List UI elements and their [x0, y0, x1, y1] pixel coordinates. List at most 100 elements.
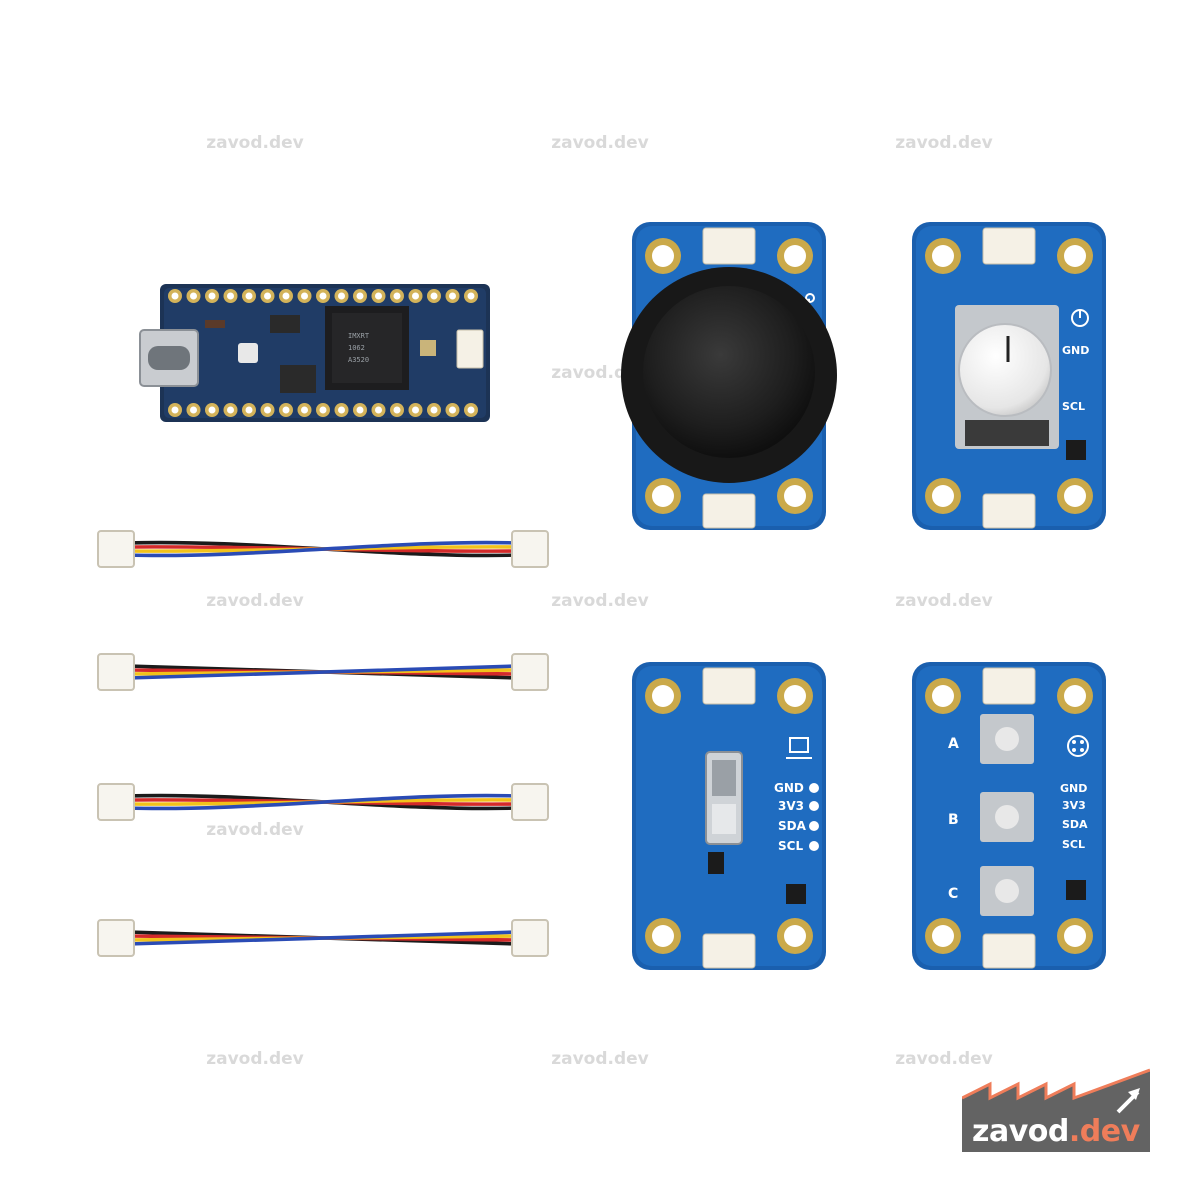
silk-scl: SCL [1062, 400, 1085, 413]
header-pin-hole [301, 292, 308, 300]
header-pin-hole [171, 292, 179, 300]
header-pin-hole [375, 406, 382, 414]
vibration-module: GND 3V3 SDA SCL [632, 662, 826, 970]
qwiic-cable [97, 919, 549, 957]
watermark: zavod.dev [551, 591, 649, 611]
header-pin-hole [356, 292, 364, 300]
qwiic-connector-top [982, 227, 1036, 265]
silk-gnd: GND [1060, 782, 1087, 795]
header-pin-hole [430, 292, 438, 300]
logo-text: zavod.dev [972, 1114, 1140, 1149]
header-pin-hole [264, 406, 271, 414]
qwiic-cable [97, 530, 549, 568]
cable-wire [127, 930, 519, 946]
silk-button-a: A [948, 736, 959, 752]
cable-connector-left [97, 653, 135, 691]
header-pin-hole [190, 292, 197, 300]
watermark: zavod.dev [551, 133, 649, 153]
silk-button-c: C [948, 886, 958, 902]
knob-icon [1071, 309, 1089, 327]
header-pin-hole [338, 406, 345, 414]
header-pin-hole [467, 406, 475, 414]
buttons-icon [1067, 735, 1089, 757]
joystick-module [621, 222, 837, 530]
logo-background [962, 1070, 1150, 1152]
header-pin-hole [449, 406, 456, 414]
header-pin-hole [227, 406, 234, 414]
header-pin-hole [430, 406, 438, 414]
silk-scl: SCL [778, 839, 803, 853]
silk-sda: SDA [1062, 818, 1088, 831]
silk-sda: SDA [778, 819, 807, 833]
logo-tld: .dev [1068, 1114, 1140, 1149]
cable-connector-left [97, 919, 135, 957]
cables [97, 530, 549, 957]
watermark: zavod.dev [551, 1049, 649, 1069]
silk-gnd: GND [1062, 344, 1089, 357]
qwiic-connector [456, 329, 484, 369]
header-pin-hole [356, 406, 364, 414]
qwiic-connector-bottom [982, 493, 1036, 529]
qwiic-connector-top [702, 227, 756, 265]
header-pin-hole [449, 292, 456, 300]
header-pin-hole [319, 292, 327, 300]
microcontroller-board: IMXRT 1062 A3520 [139, 284, 490, 422]
watermark: zavod.dev [206, 591, 304, 611]
watermark: zavod.dev [895, 591, 993, 611]
header-pin-hole [375, 292, 382, 300]
arrow-icon [1116, 1088, 1140, 1114]
silk-scl: SCL [1062, 838, 1085, 851]
silk-button-b: B [948, 812, 959, 828]
header-pin-hole [301, 406, 308, 414]
header-pin-hole [282, 406, 290, 414]
qwiic-cable [97, 653, 549, 691]
qwiic-connector-bottom [702, 493, 756, 529]
header-pins-top [168, 289, 478, 303]
qwiic-connector-top [702, 667, 756, 705]
cable-wire [127, 664, 519, 680]
watermark: zavod.dev [895, 1049, 993, 1069]
svg-text:IMXRT: IMXRT [348, 332, 370, 340]
rotary-knob [958, 323, 1052, 417]
header-pin-hole [245, 406, 253, 414]
header-pin-hole [319, 406, 327, 414]
header-pin-hole [208, 406, 216, 414]
buttons-module: GND 3V3 SDA SCL A B C [912, 662, 1106, 970]
header-pin-hole [393, 292, 401, 300]
cable-connector-right [511, 530, 549, 568]
header-pin-hole [245, 292, 253, 300]
svg-text:A3520: A3520 [348, 356, 369, 364]
watermark-layer: zavod.dev zavod.dev zavod.dev zavod.dev … [206, 133, 993, 1069]
header-pin-hole [338, 292, 345, 300]
reset-button [238, 343, 258, 363]
cable-connector-left [97, 530, 135, 568]
qwiic-cable [97, 783, 549, 821]
knob-module: GND SCL [912, 222, 1106, 530]
header-pin-hole [282, 292, 290, 300]
header-pin-hole [190, 406, 197, 414]
cable-connector-right [511, 783, 549, 821]
logo-roofline [962, 1068, 1150, 1101]
header-pins-bottom [168, 403, 478, 417]
cable-connector-right [511, 653, 549, 691]
cable-wire [127, 540, 519, 558]
qwiic-connector-bottom [702, 933, 756, 969]
cable-connector-right [511, 919, 549, 957]
silk-3v3: 3V3 [778, 799, 804, 813]
header-pin-hole [264, 292, 271, 300]
usb-port-icon [148, 346, 190, 370]
header-pin-hole [412, 292, 419, 300]
qwiic-connector-top [982, 667, 1036, 705]
header-pin-hole [171, 406, 179, 414]
logo-name: zavod [972, 1114, 1069, 1149]
header-pin-hole [412, 406, 419, 414]
header-pin-hole [208, 292, 216, 300]
header-pin-hole [467, 292, 475, 300]
watermark: zavod.dev [206, 820, 304, 840]
watermark: zavod.dev [206, 133, 304, 153]
header-pin-hole [227, 292, 234, 300]
joystick-cap [643, 286, 815, 458]
vibration-icon [786, 737, 812, 759]
watermark: zavod.dev [895, 133, 993, 153]
